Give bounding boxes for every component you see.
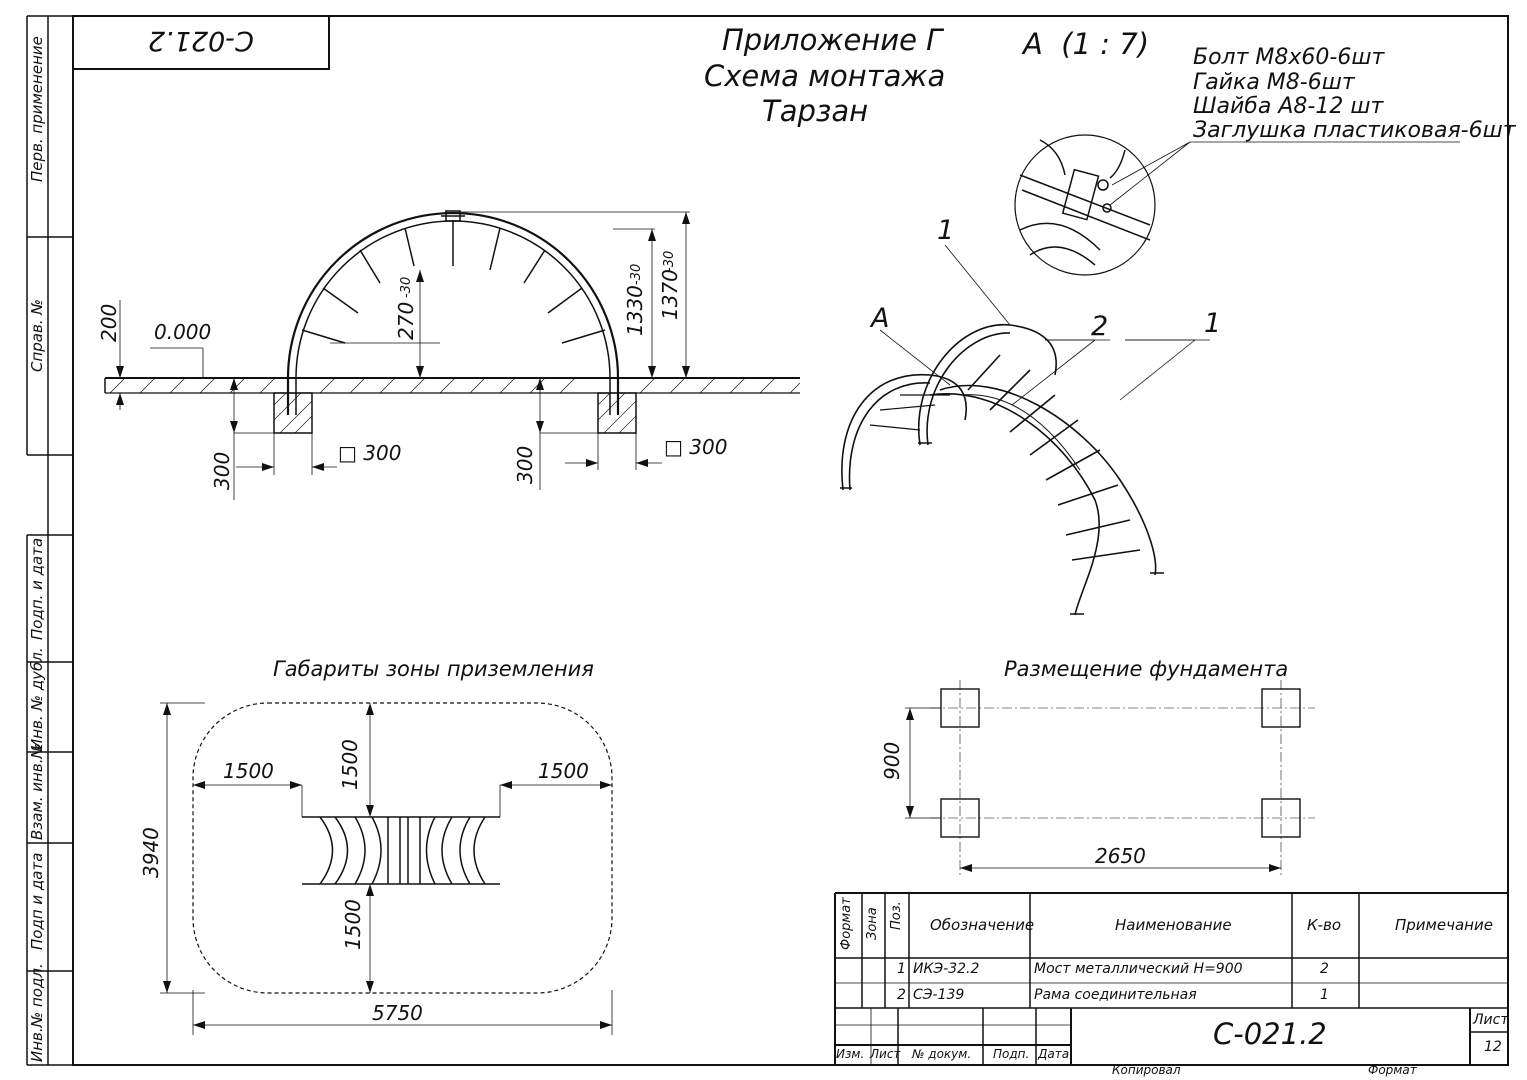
foundation-view bbox=[905, 680, 1315, 875]
dim-270-tol: -30 bbox=[399, 276, 414, 298]
title-block-sheet-label: Лист bbox=[1473, 1012, 1509, 1028]
spec-row-2-name: Рама соединительная bbox=[1034, 987, 1197, 1003]
dim-1370-tol: -30 bbox=[662, 250, 677, 272]
dim-1330: 1330 bbox=[623, 285, 647, 336]
iso-pos-1-right: 1 bbox=[1204, 308, 1222, 339]
hardware-item-washer: Шайба А8-12 шт bbox=[1193, 94, 1384, 119]
strip-label-sign-date-2: Подп и дата bbox=[28, 852, 46, 950]
hardware-item-cap: Заглушка пластиковая-6шт bbox=[1193, 118, 1516, 143]
title-block-col-rev: Изм. bbox=[836, 1047, 865, 1061]
spec-row-1-designation: ИКЭ-32.2 bbox=[913, 961, 980, 977]
dim-1330-tol: -30 bbox=[629, 263, 644, 285]
title-block-sheet-number: 12 bbox=[1484, 1039, 1502, 1055]
landing-zone-title: Габариты зоны приземления bbox=[273, 657, 594, 681]
dim-300-left: 300 bbox=[210, 451, 234, 490]
dim-200: 200 bbox=[97, 303, 121, 342]
iso-pos-2: 2 bbox=[1091, 311, 1109, 342]
spec-header-zone: Зона bbox=[865, 907, 880, 940]
square-300-right: □ 300 bbox=[664, 435, 728, 459]
strip-label-dup-inv: Инв. № дубл. bbox=[28, 647, 46, 750]
strip-label-sign-date-1: Подп. и дата bbox=[28, 537, 46, 640]
landing-zone-view bbox=[160, 702, 613, 1035]
lz-dim-left: 1500 bbox=[223, 759, 274, 783]
square-300-left: □ 300 bbox=[338, 441, 402, 465]
spec-table-lines bbox=[834, 892, 1508, 1065]
title-block-col-doc: № докум. bbox=[912, 1047, 972, 1061]
strip-label-ref-no: Справ. № bbox=[28, 299, 46, 372]
spec-row-1-name: Мост металлический Н=900 bbox=[1034, 961, 1243, 977]
spec-row-1-pos: 1 bbox=[897, 961, 906, 977]
title-block-copied: Копировал bbox=[1112, 1063, 1181, 1077]
sheet-frame bbox=[72, 15, 1509, 1066]
hardware-item-nut: Гайка М8-6шт bbox=[1193, 70, 1355, 95]
iso-view bbox=[840, 244, 1210, 616]
iso-label-a: А bbox=[871, 303, 890, 334]
dim-270: 270 bbox=[394, 301, 418, 340]
title-block-col-sheet: Лист bbox=[870, 1047, 901, 1061]
strip-label-first-use: Перв. применение bbox=[28, 36, 46, 182]
hardware-item-bolt: Болт М8х60-6шт bbox=[1193, 45, 1385, 70]
lz-dim-width: 5750 bbox=[372, 1001, 423, 1025]
lz-dim-bottom: 1500 bbox=[341, 899, 365, 950]
spec-row-1-qty: 2 bbox=[1320, 961, 1329, 977]
spec-row-2-designation: СЭ-139 bbox=[913, 987, 965, 1003]
foundation-dim-2650: 2650 bbox=[1095, 844, 1146, 868]
spec-header-designation: Обозначение bbox=[930, 916, 1035, 934]
dim-300-right: 300 bbox=[513, 445, 537, 484]
iso-pos-1-top: 1 bbox=[937, 215, 955, 246]
lz-dim-right: 1500 bbox=[538, 759, 589, 783]
title-line-2: Схема монтажа bbox=[704, 59, 946, 93]
spec-header-pos: Поз. bbox=[889, 901, 904, 930]
foundation-dim-900: 900 bbox=[880, 741, 904, 780]
lz-dim-height: 3940 bbox=[139, 827, 163, 878]
title-line-3: Тарзан bbox=[762, 94, 869, 128]
lz-dim-top: 1500 bbox=[338, 739, 362, 790]
title-block-doc-number: С-021.2 bbox=[1213, 1017, 1327, 1051]
foundation-title: Размещение фундамента bbox=[1004, 657, 1289, 681]
spec-row-2-pos: 2 bbox=[897, 987, 906, 1003]
title-block-format: Формат bbox=[1368, 1063, 1417, 1077]
spec-header-note: Примечание bbox=[1395, 916, 1493, 934]
level-mark: 0.000 bbox=[154, 320, 212, 344]
title-line-1: Приложение Г bbox=[722, 23, 943, 57]
spec-header-name: Наименование bbox=[1115, 916, 1232, 934]
detail-a-label: А (1 : 7) bbox=[1023, 27, 1150, 61]
detail-a-view bbox=[1014, 134, 1460, 276]
title-block-col-date: Дата bbox=[1038, 1047, 1070, 1061]
spec-header-qty: К-во bbox=[1307, 916, 1342, 934]
sheet-code-rotated: С-021.2 bbox=[148, 25, 254, 56]
spec-header-format: Формат bbox=[839, 897, 854, 950]
spec-row-2-qty: 1 bbox=[1320, 987, 1329, 1003]
title-block-col-sign: Подп. bbox=[993, 1047, 1030, 1061]
dim-1370: 1370 bbox=[658, 269, 682, 320]
side-strip-lines bbox=[26, 15, 73, 1066]
elevation-view bbox=[104, 210, 801, 500]
code-box bbox=[72, 15, 330, 70]
strip-label-orig-inv: Инв.№ подл. bbox=[28, 963, 46, 1062]
strip-label-replace-inv: Взам. инв.№ bbox=[28, 742, 46, 840]
